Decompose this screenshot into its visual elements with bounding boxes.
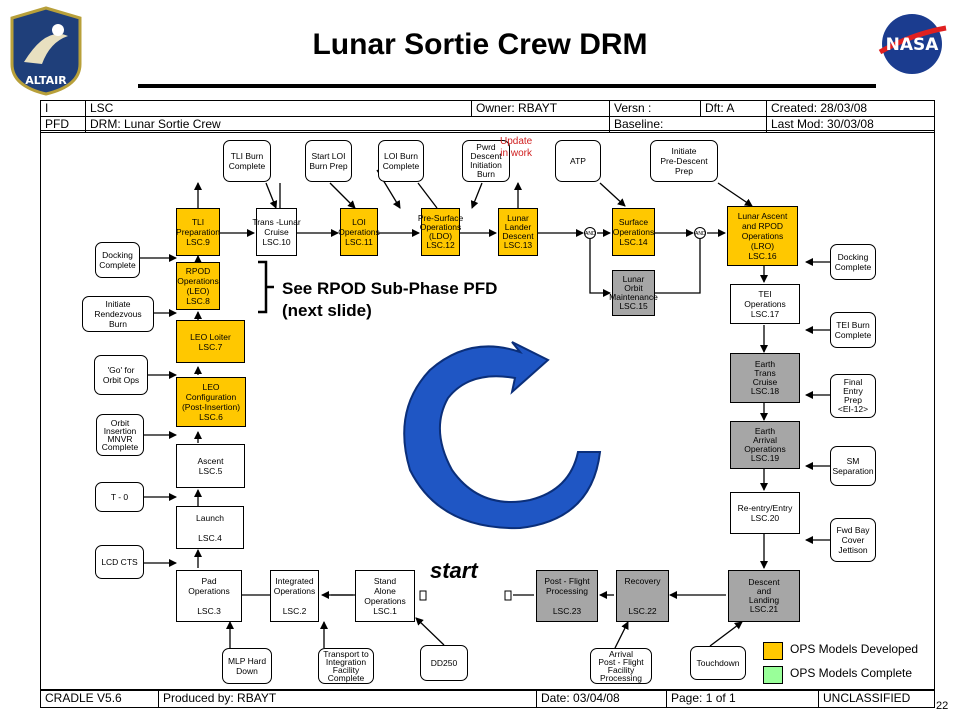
update-note: Update in work [500,136,533,159]
node-loi-operations[interactable]: LOI Operations LSC.11 [338,208,380,256]
event-initiate-pre-descent-prep[interactable]: Initiate Pre-Descent Prep [650,140,718,182]
event-tli-burn-complete[interactable]: TLI Burn Complete [223,140,271,182]
nasa-logo: NASA [878,14,947,74]
title-divider [138,84,876,88]
legend-complete-label: OPS Models Complete [790,666,913,680]
event-start-loi-burn-prep[interactable]: Start LOI Burn Prep [305,140,352,182]
header-type: PFD [40,116,86,133]
node-stand-alone-operations[interactable]: Stand Alone Operations LSC.1 [355,570,415,622]
node-descent-and-landing[interactable]: Descent and Landing LSC.21 [728,570,800,622]
event-orbit-insertion-mnvr-complete[interactable]: Orbit Insertion MNVR Complete [96,414,144,456]
altair-logo: ALTAIR [10,6,82,96]
event-arrival-post-flight-facility[interactable]: Arrival Post - Flight Facility Processin… [590,648,652,684]
diagram-frame [40,130,935,690]
node-pad-operations[interactable]: Pad Operations LSC.3 [176,570,242,622]
event-final-entry-prep[interactable]: Final Entry Prep <EI-12> [830,374,876,418]
event-t-minus-zero[interactable]: T - 0 [95,482,144,512]
node-pre-surface-operations[interactable]: Pre-Surface Operations (LDO) LSC.12 [418,208,463,256]
slide-number: 22 [936,700,949,712]
node-earth-arrival-operations[interactable]: Earth Arrival Operations LSC.19 [730,421,800,469]
event-docking-complete-left[interactable]: Docking Complete [95,242,140,278]
node-integrated-operations[interactable]: Integrated Operations LSC.2 [270,570,319,622]
event-pwrd-descent-initiation[interactable]: Pwrd Descent Initiation Burn [462,140,510,182]
header-owner: Owner: RBAYT [471,100,610,117]
event-dd250[interactable]: DD250 [420,645,468,681]
event-fwd-bay-cover-jettison[interactable]: Fwd Bay Cover Jettison [830,518,876,562]
footer-classification: UNCLASSIFIED [818,690,935,708]
cycle-arrow-graphic [403,341,602,530]
footer-page: Page: 1 of 1 [666,690,819,708]
header-last-mod: Last Mod: 30/03/08 [766,116,935,133]
node-earth-trans-cruise[interactable]: Earth Trans Cruise LSC.18 [730,353,800,403]
event-tei-burn-complete[interactable]: TEI Burn Complete [830,312,876,348]
event-lcd-cts[interactable]: LCD CTS [95,545,144,579]
node-launch[interactable]: Launch LSC.4 [176,506,244,549]
event-touchdown[interactable]: Touchdown [690,646,746,680]
event-transport-to-integration-facility[interactable]: Transport to Integration Facility Comple… [318,648,374,684]
node-lunar-orbit-maintenance[interactable]: Lunar Orbit Maintenance LSC.15 [609,270,658,316]
rpod-note: See RPOD Sub-Phase PFD (next slide) [282,279,498,320]
node-surface-operations[interactable]: Surface Operations LSC.14 [612,208,655,256]
and-gate-1: AND [584,227,596,239]
event-mlp-hard-down[interactable]: MLP Hard Down [222,648,272,684]
page-title: Lunar Sortie Crew DRM [312,28,648,61]
header-created: Created: 28/03/08 [766,100,935,117]
legend-swatch-complete [763,666,783,684]
node-tli-preparation[interactable]: TLI Preparation LSC.9 [176,208,220,256]
event-go-for-orbit-ops[interactable]: 'Go' for Orbit Ops [94,355,148,395]
node-tei-operations[interactable]: TEI Operations LSC.17 [730,284,800,324]
header-baseline: Baseline: [609,116,767,133]
altair-logo-text: ALTAIR [25,74,67,87]
node-ascent[interactable]: Ascent LSC.5 [176,444,245,488]
node-rpod-operations-leo[interactable]: RPOD Operations (LEO) LSC.8 [176,262,220,310]
footer-produced: Produced by: RBAYT [158,690,537,708]
footer-date: Date: 03/04/08 [536,690,667,708]
event-atp[interactable]: ATP [555,140,601,182]
node-recovery[interactable]: Recovery LSC.22 [616,570,669,622]
legend-swatch-developed [763,642,783,660]
event-initiate-rendezvous-burn[interactable]: Initiate Rendezvous Burn [82,296,154,332]
node-leo-configuration[interactable]: LEO Configuration (Post-Insertion) LSC.6 [176,377,246,427]
event-docking-complete-right[interactable]: Docking Complete [830,244,876,280]
event-sm-separation[interactable]: SM Separation [830,446,876,486]
node-lunar-ascent-rpod[interactable]: Lunar Ascent and RPOD Operations (LRO) L… [727,206,798,266]
header-drm: DRM: Lunar Sortie Crew [85,116,610,133]
node-post-flight-processing[interactable]: Post - Flight Processing LSC.23 [536,570,598,622]
node-lunar-lander-descent[interactable]: Lunar Lander Descent LSC.13 [498,208,538,256]
start-label: start [430,558,478,583]
node-reentry-entry[interactable]: Re-entry/Entry LSC.20 [730,492,800,534]
header-version: Versn : [609,100,701,117]
nasa-logo-text: NASA [886,35,940,55]
event-loi-burn-complete[interactable]: LOI Burn Complete [378,140,424,182]
node-trans-lunar-cruise[interactable]: Trans -Lunar Cruise LSC.10 [252,208,301,256]
and-gate-2: AND [694,227,706,239]
node-leo-loiter[interactable]: LEO Loiter LSC.7 [176,320,245,363]
footer-cradle: CRADLE V5.6 [40,690,159,708]
legend-developed-label: OPS Models Developed [790,642,919,656]
